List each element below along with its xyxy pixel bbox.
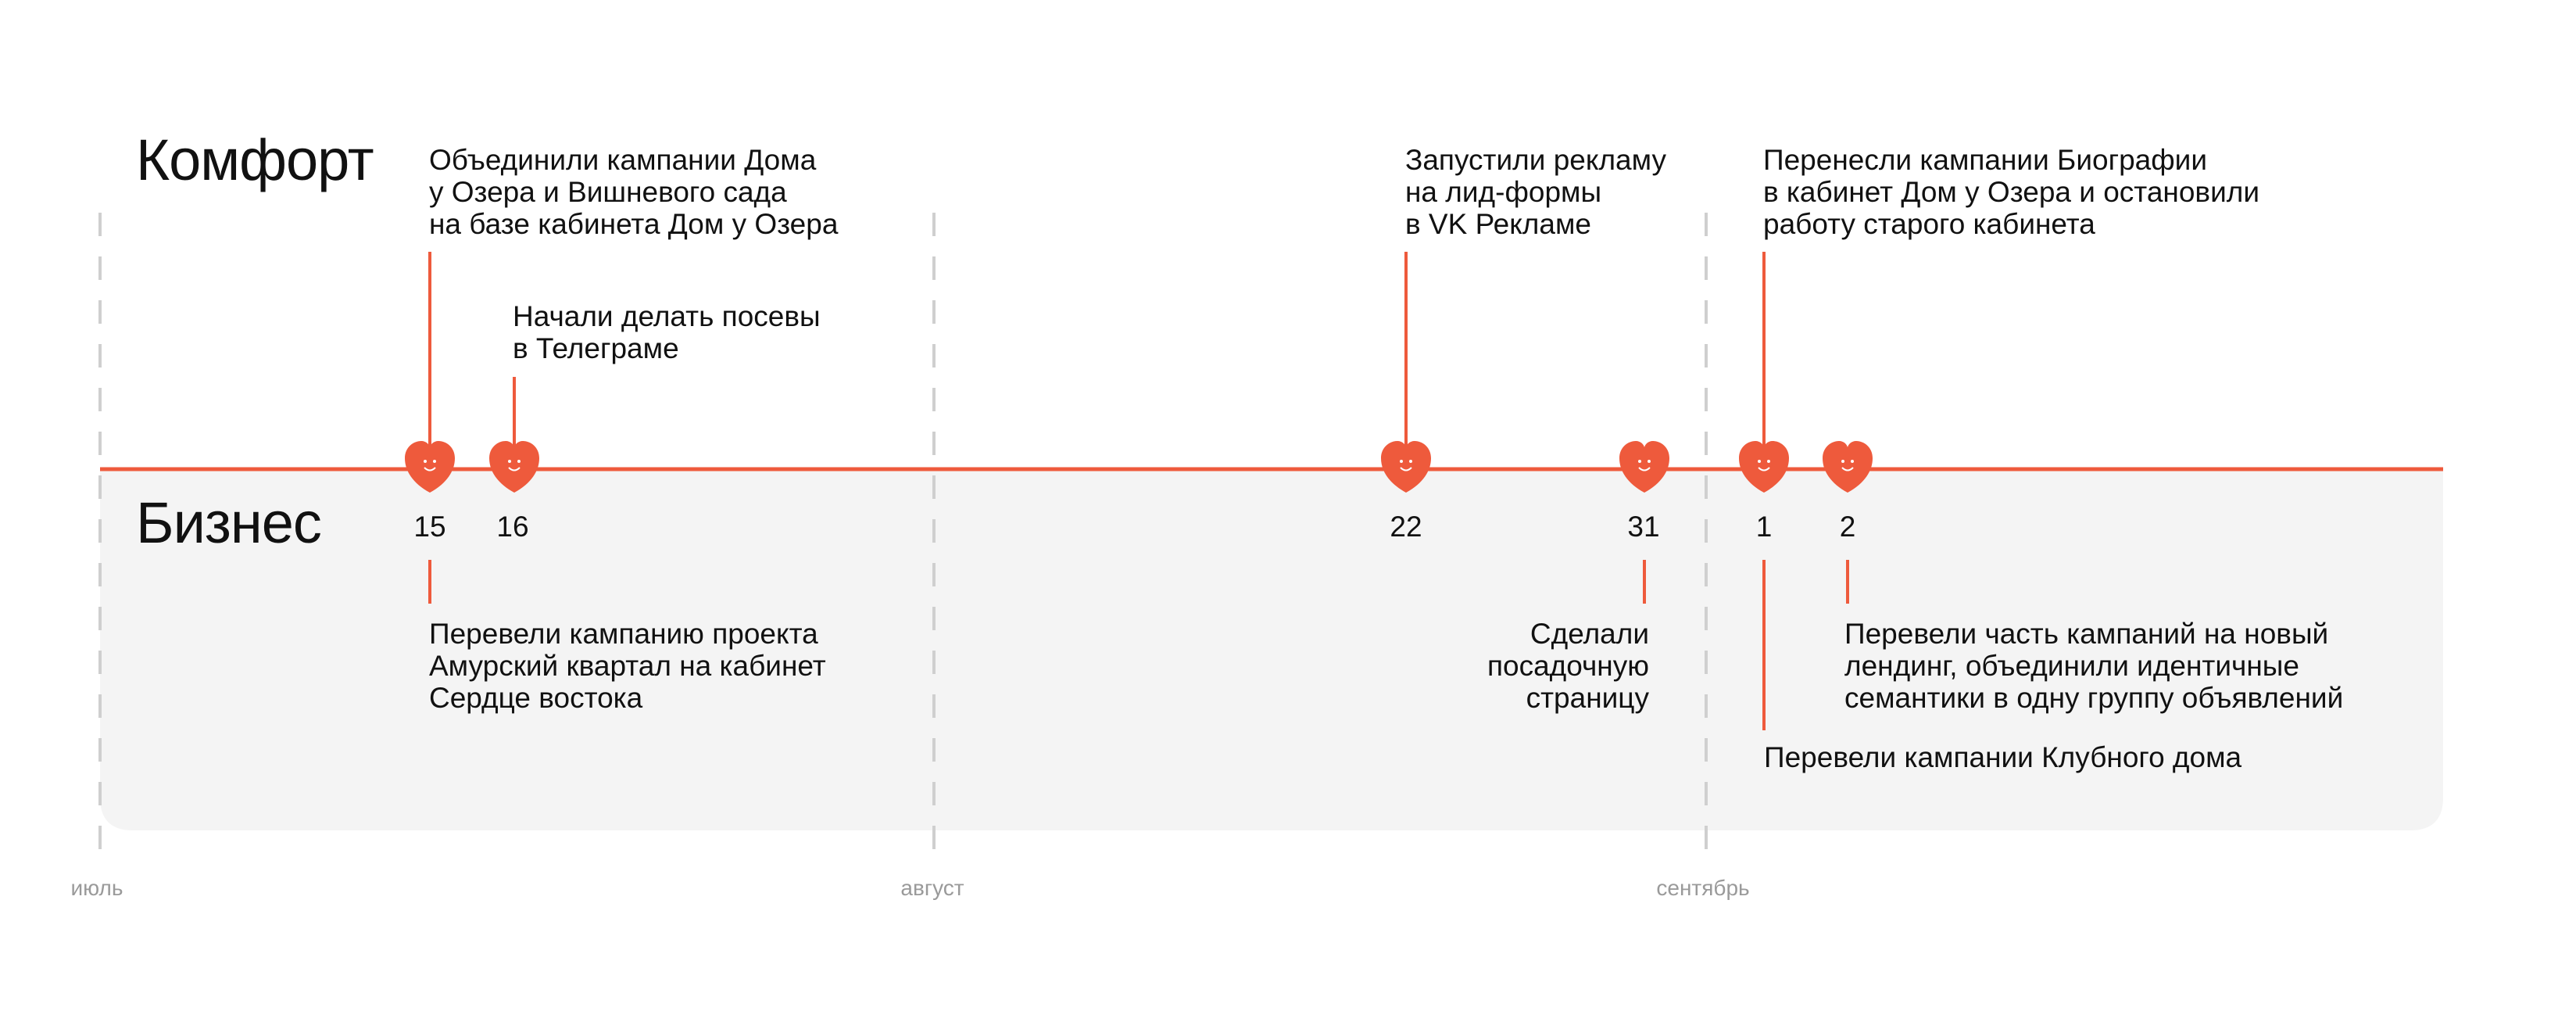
heart-smiley-icon (1381, 441, 1431, 493)
month-dividers (98, 213, 1708, 866)
event-comfort-3: Запустили рекламу на лид-формы в VK Рекл… (1405, 144, 1666, 240)
heart-smiley-icon (405, 441, 455, 493)
month-label-august: август (900, 876, 964, 900)
section-title-business: Бизнес (136, 490, 322, 555)
event-comfort-4: Перенесли кампании Биографии в кабинет Д… (1763, 144, 2259, 240)
comfort-connectors (428, 252, 1766, 454)
day-label: 1 (1755, 511, 1773, 543)
heart-smiley-icon (1823, 441, 1873, 493)
day-label: 16 (496, 511, 529, 543)
day-label: 2 (1839, 511, 1856, 543)
event-business-4: Перевели часть кампаний на новый лендинг… (1844, 618, 2344, 714)
month-label-september: сентябрь (1656, 876, 1750, 900)
heart-smiley-icon (1739, 441, 1789, 493)
day-label: 15 (413, 511, 446, 543)
day-label: 22 (1390, 511, 1422, 543)
section-title-comfort: Комфорт (136, 127, 374, 192)
business-connectors (428, 560, 1849, 730)
heart-smiley-icon (489, 441, 539, 493)
event-comfort-1: Объединили кампании Дома у Озера и Вишне… (429, 144, 839, 240)
business-band (100, 469, 2443, 830)
month-label-july: июль (70, 876, 123, 900)
event-business-1: Перевели кампанию проекта Амурский кварт… (429, 618, 826, 714)
event-business-2: Сделали посадочную страницу (1487, 618, 1649, 714)
day-label: 31 (1627, 511, 1660, 543)
event-comfort-2: Начали делать посевы в Телеграме (513, 300, 821, 364)
event-business-3: Перевели кампании Клубного дома (1764, 741, 2242, 773)
heart-markers (405, 441, 1873, 493)
heart-smiley-icon (1619, 441, 1669, 493)
